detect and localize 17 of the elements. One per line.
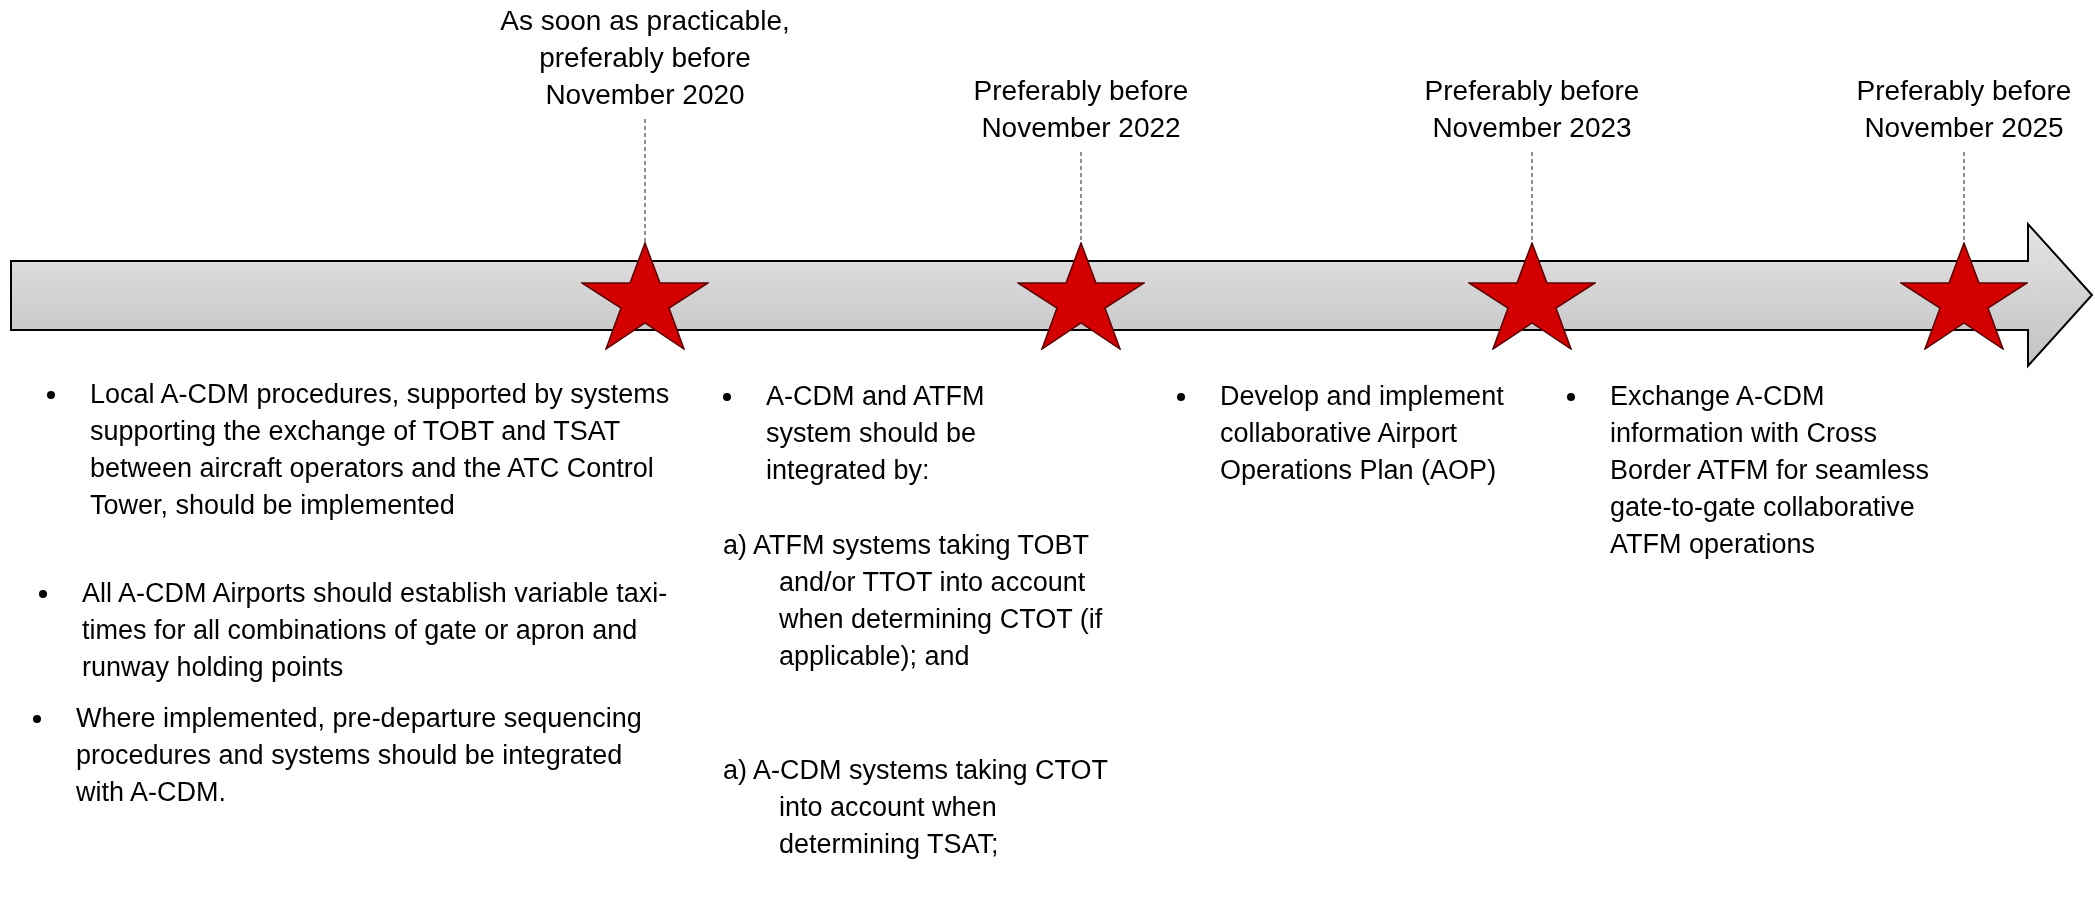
date-label: Preferably before November 2022 [951,72,1211,146]
bullet-text: Local A-CDM procedures, supported by systems supporting the exchange of TOBT and TSAT between aircraft operators and the ATC Control Tower, should be implemented [90,378,671,522]
bullet-text: a) A-CDM systems taking CTOT into account when determining TSAT; [723,754,1109,861]
bullet-text: Develop and implement collaborative Airport Operations Plan (AOP) [1220,380,1505,487]
bullet-text: Exchange A-CDM information with Cross Border ATFM for seamless gate-to-gate collaborative ATFM operations [1610,380,1931,561]
star-marker [581,242,709,350]
star-marker [1468,242,1596,350]
date-label: As soon as practicable, preferably before November 2020 [480,2,810,113]
leader-line [644,118,646,244]
bullet-text: a) ATFM systems taking TOBT and/or TTOT into account when determining CTOT (if applicable); and [723,529,1104,673]
star-marker [1900,242,2028,350]
date-label: Preferably before November 2023 [1402,72,1662,146]
bullet-text: Where implemented, pre-departure sequencing procedures and systems should be integrated with A-CDM. [76,702,643,809]
star-marker [1017,242,1145,350]
date-label: Preferably before November 2025 [1834,72,2094,146]
bullet-text: A-CDM and ATFM system should be integrated by: [766,380,986,487]
bullet-text: All A-CDM Airports should establish variable taxi-times for all combinations of gate or apron and runway holding points [82,577,669,684]
